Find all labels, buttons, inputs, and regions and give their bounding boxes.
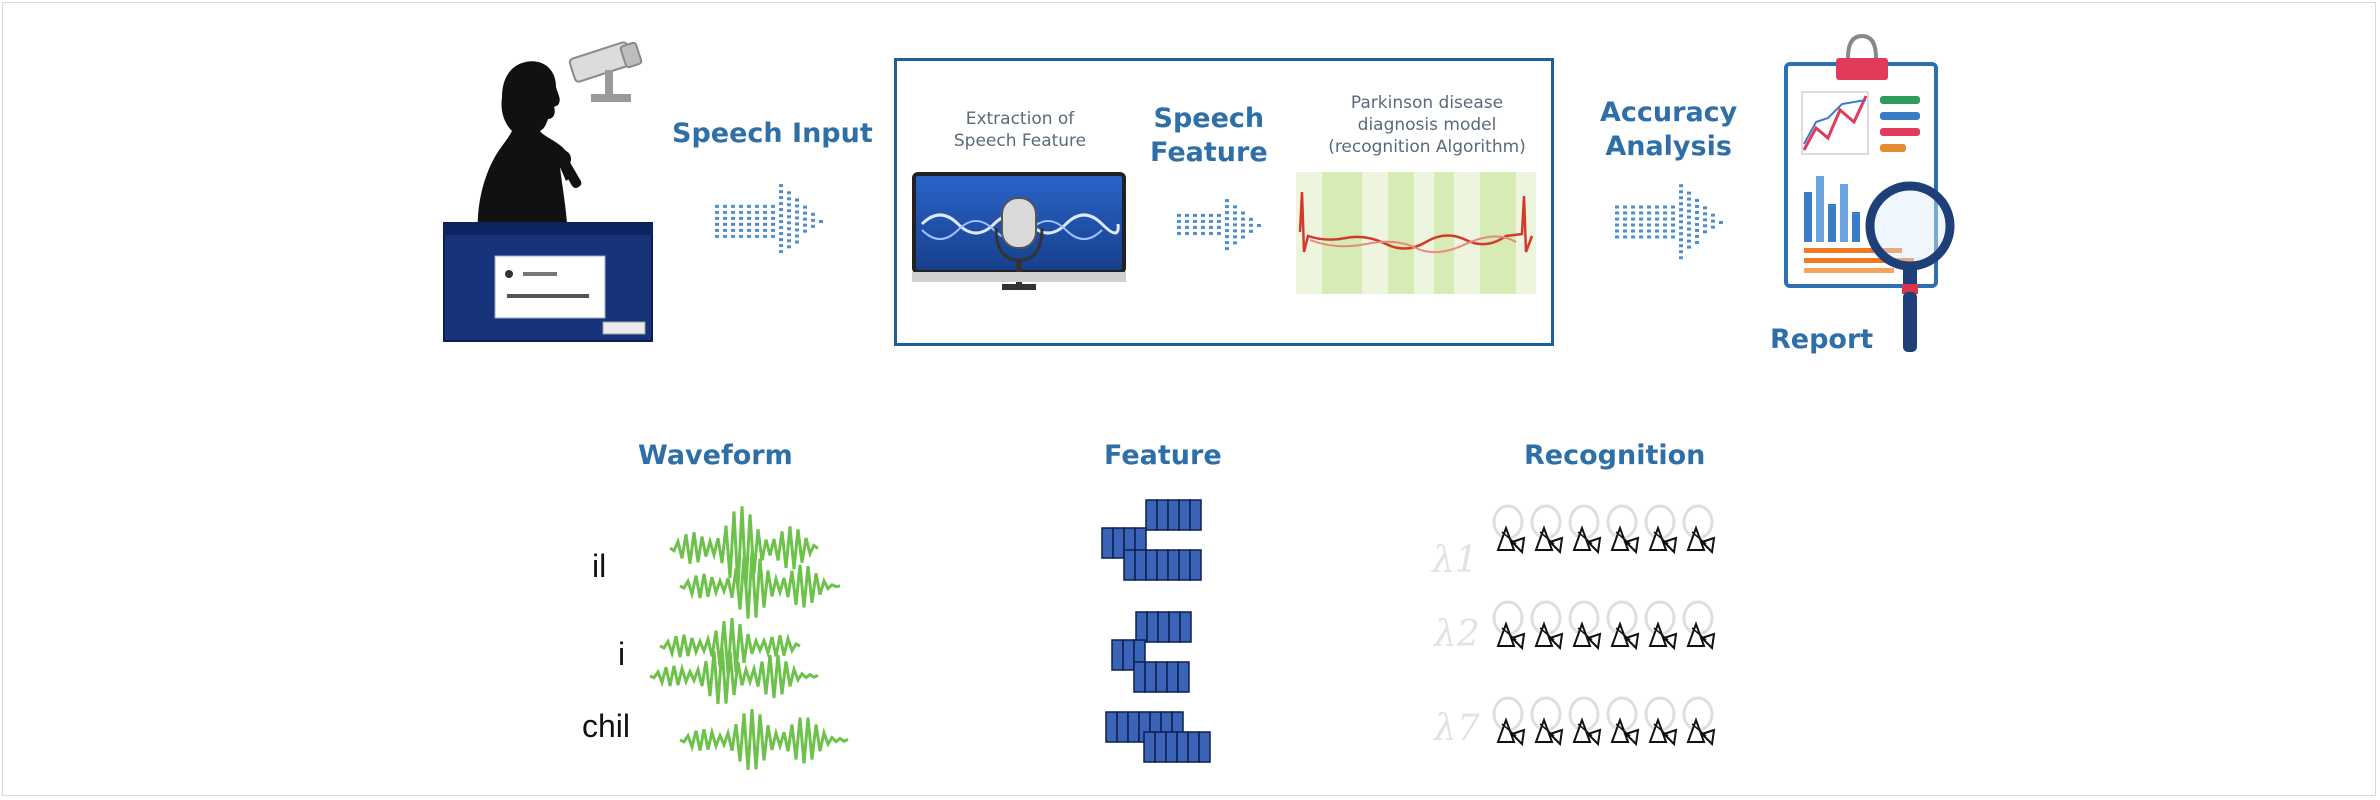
accuracy-analysis-label: Accuracy Analysis (1600, 97, 1738, 162)
hmm-state-rows (1492, 504, 1716, 747)
report-label: Report (1770, 324, 1874, 355)
magnifier-icon (1865, 181, 1955, 352)
model-label: Parkinson disease diagnosis model (recog… (1328, 93, 1526, 158)
cctv-camera-icon (568, 41, 643, 102)
feature-title: Feature (1104, 440, 1222, 471)
waveform-graphics (649, 506, 849, 771)
lambda-1: λ1 (1432, 540, 1478, 581)
speaker-silhouette-icon (477, 61, 582, 235)
dotted-arrow-3 (1615, 184, 1723, 260)
extraction-label: Extraction of Speech Feature (953, 109, 1087, 152)
speech-input-label: Speech Input (672, 118, 873, 149)
microphone-icon (912, 172, 1126, 290)
waveform-title: Waveform (638, 440, 793, 471)
recognition-title: Recognition (1524, 440, 1706, 471)
speech-feature-label: Speech Feature (1150, 103, 1268, 168)
dotted-arrow-1 (715, 184, 823, 254)
lambda-2: λ2 (1434, 614, 1480, 655)
clipboard-report-icon (1784, 33, 1938, 288)
word-il: il (592, 548, 607, 584)
dialog-window-icon (443, 222, 653, 342)
word-chil: chil (582, 708, 631, 744)
feature-blocks (1101, 499, 1211, 763)
word-i: i (618, 636, 626, 672)
dotted-arrow-2 (1177, 199, 1261, 251)
lambda-3: λ7 (1434, 708, 1480, 749)
recognition-signal-graph (1296, 172, 1536, 294)
